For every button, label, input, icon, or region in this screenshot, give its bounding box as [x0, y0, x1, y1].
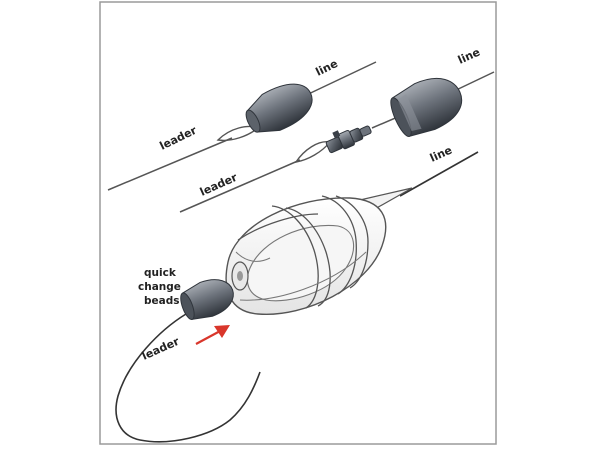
lower-rig: line quick change beads leader: [115, 144, 479, 443]
label-quick: quick: [144, 267, 177, 279]
label-change: change: [138, 281, 181, 293]
quick-change-bead-icon: [180, 279, 234, 320]
cage-feeder-icon: [225, 195, 387, 315]
top-main-line: [299, 61, 377, 99]
mid-main-line: [451, 71, 495, 93]
lower-main-line: [399, 151, 479, 197]
snap-swivel-icon: [325, 125, 372, 154]
top-leader-line: [107, 137, 233, 191]
detached-cone-bead-icon: [390, 77, 463, 137]
label-beads: beads: [144, 295, 180, 307]
lower-leader-line: [115, 313, 261, 443]
mid-leader-line: [179, 159, 301, 213]
cone-bead-icon: [245, 83, 313, 133]
direction-arrow-icon: [195, 325, 230, 345]
middle-rig: line leader: [179, 46, 495, 213]
